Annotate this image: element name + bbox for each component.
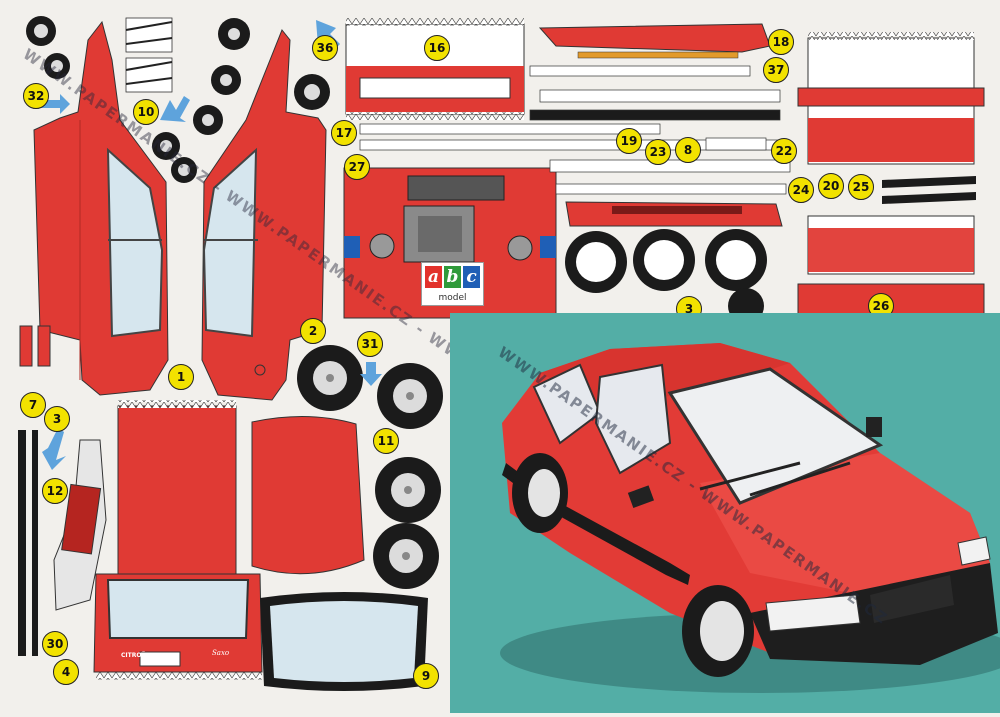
wheels-center (565, 229, 767, 324)
roof-panel (117, 400, 237, 575)
part-number-31: 31 (357, 331, 383, 357)
part-number-8: 8 (675, 137, 701, 163)
abc-logo: a b c model (421, 262, 484, 306)
logo-subtitle: model (438, 293, 467, 303)
part-number-16: 16 (424, 35, 450, 61)
car-side-right (201, 29, 327, 401)
logo-letter-a: a (425, 266, 442, 288)
part-number-11: 11 (373, 428, 399, 454)
part-number-17: 17 (331, 120, 357, 146)
inner-tub-part (345, 18, 525, 120)
part-number-24: 24 (788, 177, 814, 203)
part-number-2: 2 (300, 318, 326, 344)
small-wheel-group-left (26, 16, 330, 183)
part-number-23: 23 (645, 139, 671, 165)
part-number-32: 32 (23, 83, 49, 109)
part-number-19: 19 (616, 128, 642, 154)
windscreen-panel (260, 592, 428, 691)
part-number-22: 22 (771, 138, 797, 164)
car-side-left (33, 20, 169, 396)
part-number-10: 10 (133, 99, 159, 125)
part-number-20: 20 (818, 173, 844, 199)
rear-hatch-panel (93, 573, 263, 680)
logo-letter-b: b (444, 266, 461, 288)
assembly-arrows (40, 20, 382, 470)
car-photo-svg (450, 313, 1000, 713)
part-number-25: 25 (848, 174, 874, 200)
fold-strips-top (125, 17, 173, 93)
part-number-18: 18 (768, 29, 794, 55)
part-number-1: 1 (168, 364, 194, 390)
logo-letter-c: c (463, 266, 480, 288)
part-number-9: 9 (413, 663, 439, 689)
part-number-27: 27 (344, 154, 370, 180)
rear-model-text: Saxo (212, 649, 230, 657)
part-number-30: 30 (42, 631, 68, 657)
front-bumper-part (565, 201, 783, 227)
part-number-4: 4 (53, 659, 79, 685)
part-number-7: 7 (20, 392, 46, 418)
bonnet-panel (251, 415, 365, 575)
part-number-37: 37 (763, 57, 789, 83)
part-number-3: 3 (44, 406, 70, 432)
rear-brand-text: CITROËN (121, 652, 151, 659)
part-number-12: 12 (42, 478, 68, 504)
assembled-model-photo: WWW.PAPERMANIE.CZ - WWW.PAPERMANIE.CZ (450, 313, 1000, 713)
wheels-middle (297, 345, 443, 589)
right-boxes (797, 32, 985, 315)
rear-bumper-part (538, 23, 771, 59)
part-number-36: 36 (312, 35, 338, 61)
trim-strips-left (18, 325, 107, 656)
